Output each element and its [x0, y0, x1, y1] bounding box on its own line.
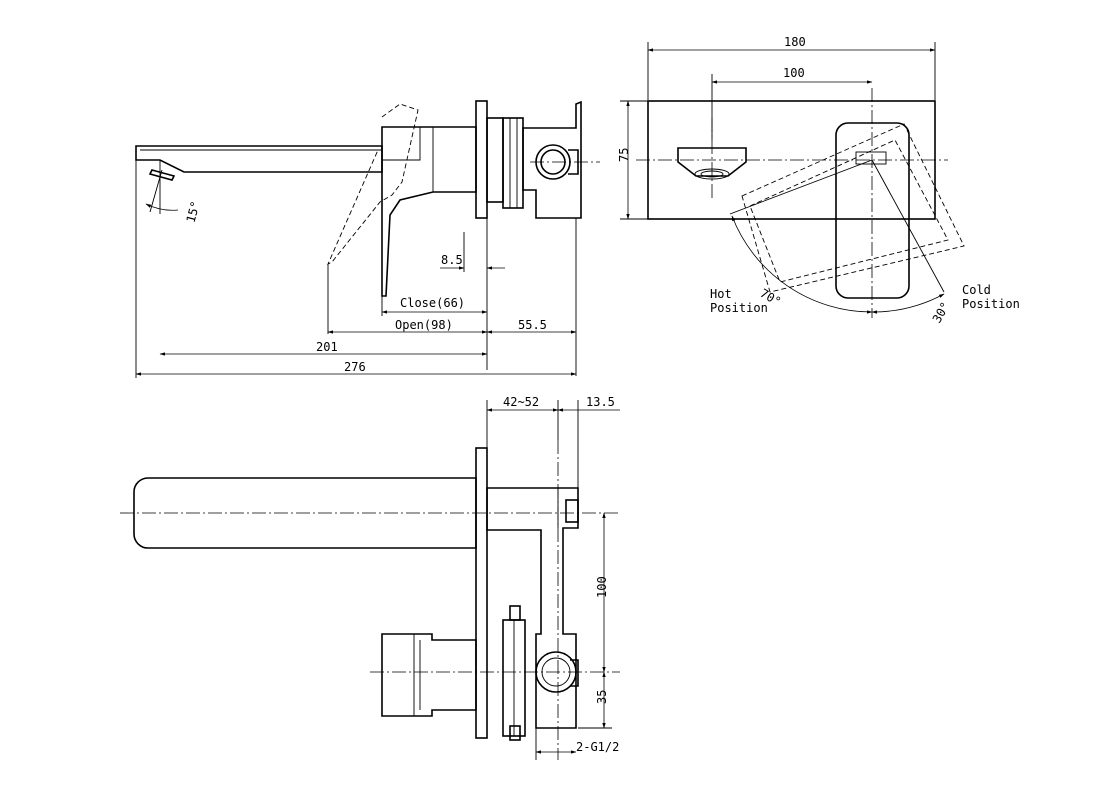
dim-13-5: 13.5: [586, 395, 615, 409]
dim-100-side: 100: [595, 576, 609, 598]
dim-8-5: 8.5: [441, 253, 463, 267]
dim-75: 75: [617, 148, 631, 162]
dim-276: 276: [344, 360, 366, 374]
dim-55-5: 55.5: [518, 318, 547, 332]
dim-g12: 2-G1/2: [576, 740, 619, 754]
spout-top: [133, 477, 477, 549]
dim-35: 35: [595, 690, 609, 704]
dim-close: Close(66): [400, 296, 465, 310]
side-view: 15° 8.5 Close(66) Open(98) 55.5 201 276: [135, 100, 600, 378]
cartridge: [381, 633, 477, 717]
hot-label-1: Hot: [710, 287, 732, 301]
dim-30: 30°: [930, 300, 953, 326]
cold-label-2: Position: [962, 297, 1020, 311]
dim-180: 180: [784, 35, 806, 49]
cold-label-1: Cold: [962, 283, 991, 297]
dim-100-top: 100: [783, 66, 805, 80]
dim-15: 15°: [184, 200, 203, 225]
front-view: 180 100 75 70° 30° Hot Position Cold Pos…: [617, 35, 1020, 325]
lever-outline: [381, 126, 477, 297]
top-view: 42~52 13.5 100 35 2-G1/2: [120, 395, 620, 760]
dim-42-52: 42~52: [503, 395, 539, 409]
dim-201: 201: [316, 340, 338, 354]
wall-plate: [475, 100, 488, 219]
open-lever-dashed: [327, 103, 419, 265]
dim-open: Open(98): [395, 318, 453, 332]
hot-label-2: Position: [710, 301, 768, 315]
